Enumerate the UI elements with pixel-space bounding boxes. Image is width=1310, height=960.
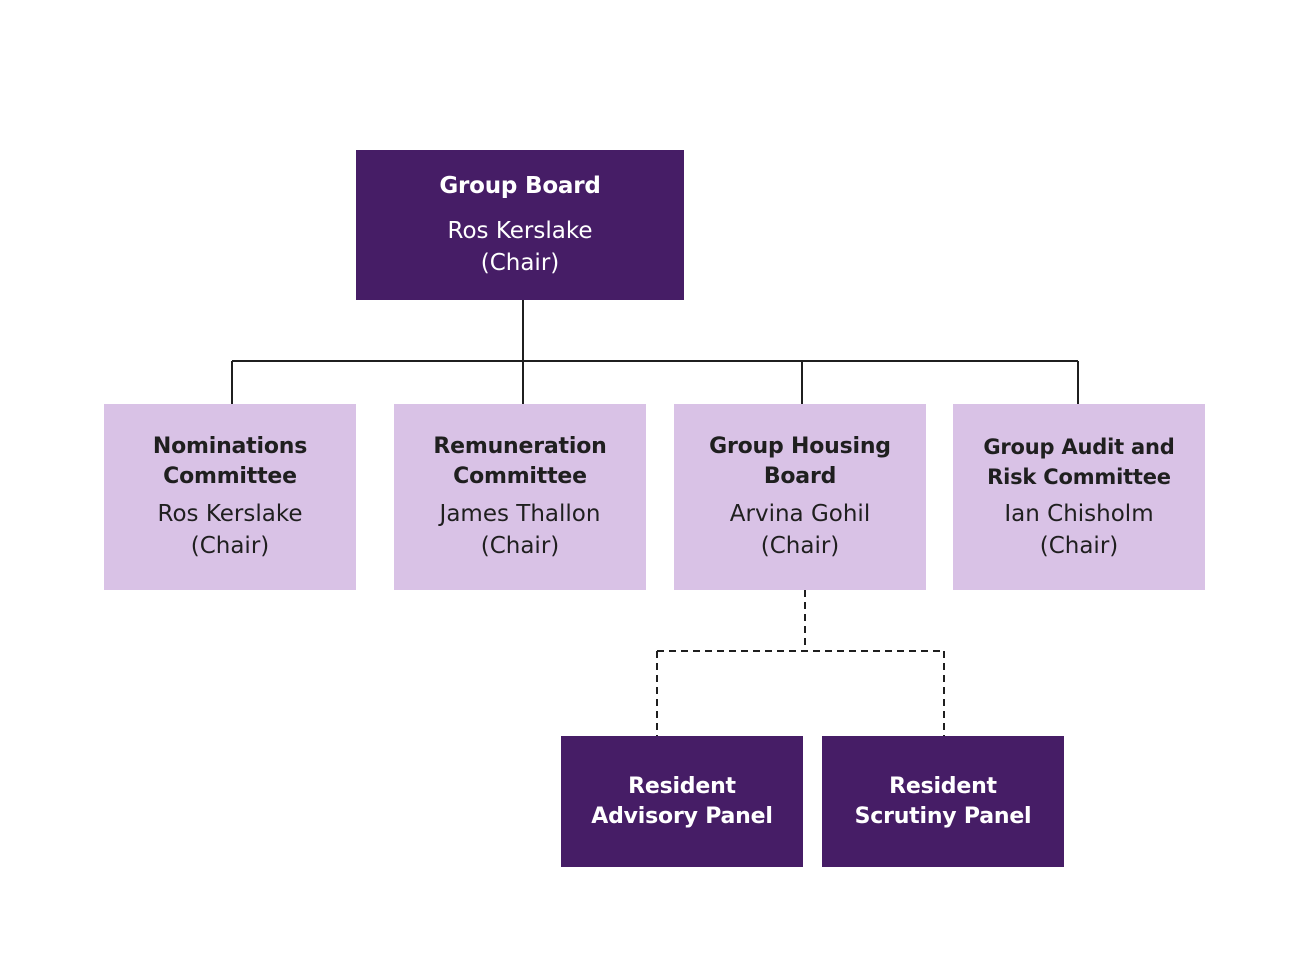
nominations-committee-chair: Ros Kerslake (Chair)	[157, 501, 303, 559]
audit-risk-committee-title: Group Audit and Risk Committee	[983, 435, 1175, 489]
nominations-committee-box: Nominations Committee Ros Kerslake (Chai…	[104, 404, 356, 590]
group-board-chair: Ros Kerslake (Chair)	[447, 218, 593, 276]
group-housing-board-title: Group Housing Board	[709, 434, 891, 489]
group-board-box: Group Board Ros Kerslake (Chair)	[356, 150, 684, 300]
group-board-title: Group Board	[439, 173, 601, 199]
group-housing-board-box: Group Housing Board Arvina Gohil (Chair)	[674, 404, 926, 590]
nominations-committee-title: Nominations Committee	[152, 434, 308, 489]
group-housing-board-chair: Arvina Gohil (Chair)	[729, 501, 871, 559]
remuneration-committee-chair: James Thallon (Chair)	[439, 501, 601, 559]
remuneration-committee-title: Remuneration Committee	[433, 434, 607, 489]
audit-risk-committee-chair: Ian Chisholm (Chair)	[1004, 501, 1154, 559]
resident-scrutiny-panel-box: Resident Scrutiny Panel	[822, 736, 1064, 867]
audit-risk-committee-box: Group Audit and Risk Committee Ian Chish…	[953, 404, 1205, 590]
resident-advisory-panel-box: Resident Advisory Panel	[561, 736, 803, 867]
resident-advisory-panel-title: Resident Advisory Panel	[591, 773, 773, 829]
remuneration-committee-box: Remuneration Committee James Thallon (Ch…	[394, 404, 646, 590]
resident-scrutiny-panel-title: Resident Scrutiny Panel	[854, 773, 1032, 829]
